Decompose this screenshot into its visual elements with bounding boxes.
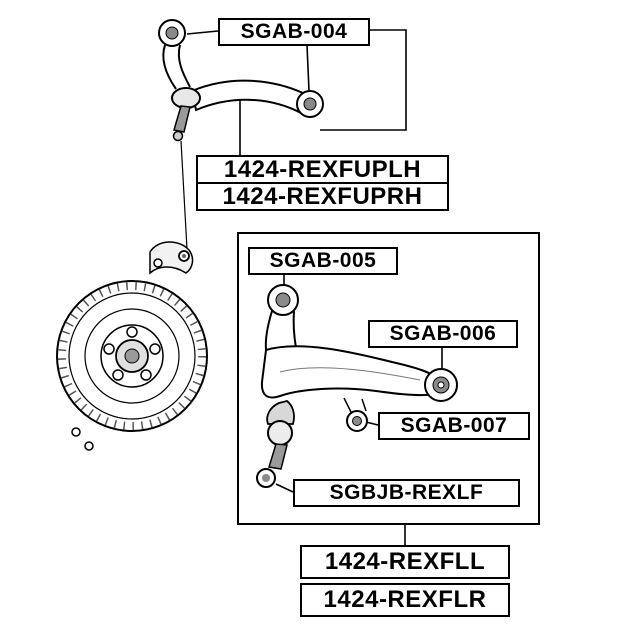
lower-control-arm-drawing [256,284,458,488]
label-1424-rexfuprh: 1424-REXFUPRH [196,182,449,211]
connector-lines [180,29,443,545]
label-sgab-007: SGAB-007 [378,412,530,440]
label-sgab-005: SGAB-005 [248,247,398,275]
brake-disc-drawing [56,241,208,451]
label-1424-rexfuplh: 1424-REXFUPLH [196,155,449,184]
label-sgbjb-rexlf: SGBJB-REXLF [293,479,520,507]
label-1424-rexflr: 1424-REXFLR [300,583,510,617]
lower-arm-group-box [237,232,540,525]
label-1424-rexfll: 1424-REXFLL [300,545,510,579]
label-sgab-006: SGAB-006 [368,320,518,348]
label-sgab-004: SGAB-004 [218,18,370,46]
upper-control-arm-drawing [158,19,324,142]
